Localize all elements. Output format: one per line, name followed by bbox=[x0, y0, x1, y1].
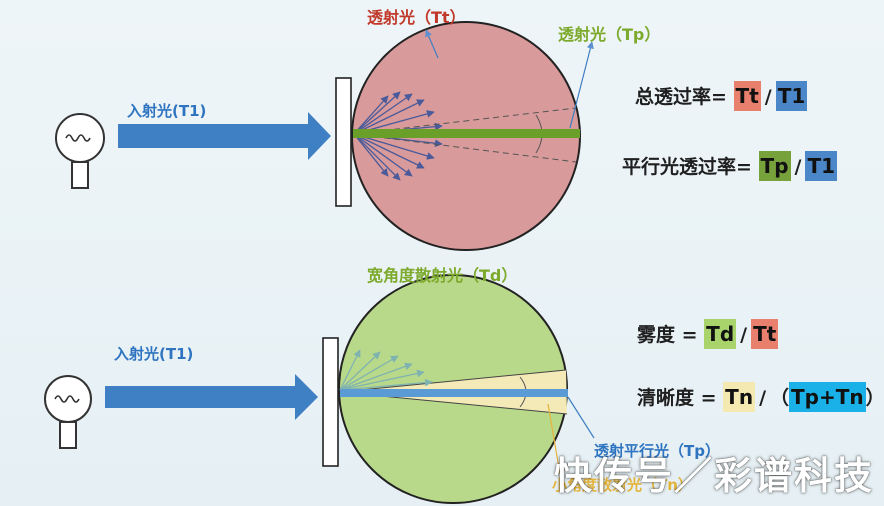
formula-haze-td: Td bbox=[704, 319, 737, 349]
formula-total-label: 总透过率= bbox=[635, 86, 727, 108]
formula-clarity-open-paren: （ bbox=[770, 387, 790, 409]
top-dash-lower bbox=[353, 133, 577, 163]
bottom-lamp-icon bbox=[44, 375, 92, 449]
formula-clarity-close-paren: ） bbox=[865, 387, 884, 409]
formula-total-tt: Tt bbox=[733, 81, 761, 111]
formula-parallel-transmittance: 平行光透过率= Tp/T1 bbox=[622, 151, 838, 182]
bottom-narrow-angle-label: 小角度散射光（Tn） bbox=[552, 476, 693, 494]
formula-parallel-t1: T1 bbox=[805, 151, 838, 181]
top-lamp-icon bbox=[55, 113, 105, 189]
bottom-tn-pointer bbox=[547, 403, 561, 475]
top-parallel-beam bbox=[353, 129, 580, 138]
bottom-narrow-upper bbox=[339, 369, 567, 393]
formula-clarity-tn: Tn bbox=[723, 382, 756, 412]
bottom-scatter-rays bbox=[339, 349, 433, 391]
formula-haze-tt: Tt bbox=[751, 319, 779, 349]
formula-clarity: 清晰度 = Tn/（Tp+Tn） bbox=[637, 382, 884, 413]
formula-clarity-label: 清晰度 = bbox=[637, 387, 717, 409]
formula-clarity-slash: / bbox=[759, 387, 767, 409]
formula-haze-slash: / bbox=[740, 324, 748, 346]
bottom-parallel-beam bbox=[340, 389, 568, 397]
formula-haze: 雾度 = Td/Tt bbox=[637, 319, 779, 350]
formula-clarity-tp-tn: Tp+Tn bbox=[789, 382, 866, 412]
top-incident-arrow bbox=[118, 112, 331, 160]
formula-parallel-tp: Tp bbox=[758, 151, 791, 181]
formula-total-t1: T1 bbox=[775, 81, 808, 111]
top-sample-plate bbox=[335, 77, 352, 207]
bottom-sample-plate bbox=[322, 337, 339, 467]
top-tt-pointer bbox=[425, 29, 439, 59]
formula-total-transmittance: 总透过率= Tt/T1 bbox=[635, 81, 808, 112]
formula-total-slash: / bbox=[764, 86, 772, 108]
formula-parallel-label: 平行光透过率= bbox=[622, 156, 752, 178]
top-tp-pointer bbox=[569, 41, 594, 129]
top-scattered-label: 透射光（Tt） bbox=[367, 8, 466, 27]
bottom-tp-pointer bbox=[567, 396, 595, 439]
bottom-transmitted-parallel-label: 透射平行光（Tp） bbox=[594, 442, 720, 460]
formula-haze-label: 雾度 = bbox=[637, 324, 698, 346]
bottom-wide-angle-label: 宽角度散射光（Td） bbox=[367, 266, 518, 285]
bottom-incident-label: 入射光(T1) bbox=[114, 345, 194, 363]
formula-parallel-slash: / bbox=[794, 156, 802, 178]
top-parallel-label: 透射光（Tp） bbox=[558, 25, 661, 44]
bottom-incident-arrow bbox=[105, 374, 318, 420]
top-incident-label: 入射光(T1) bbox=[127, 102, 207, 120]
watermark-text: 快传号／彩谱科技 bbox=[553, 454, 874, 498]
top-dash-upper bbox=[353, 107, 577, 135]
